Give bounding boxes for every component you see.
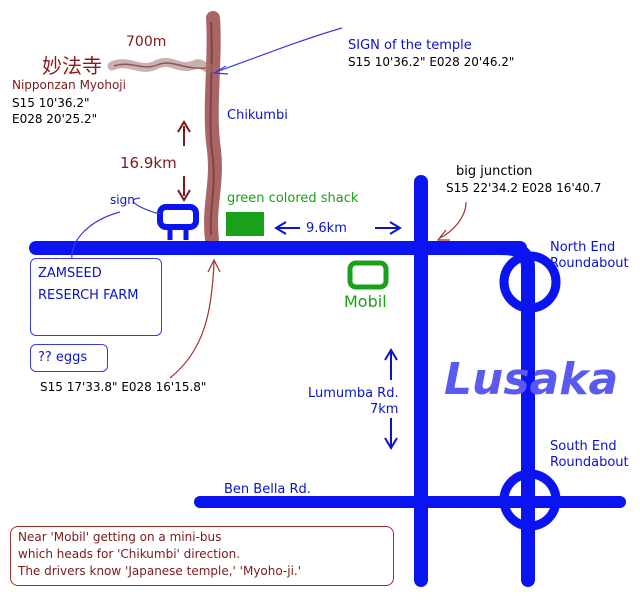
temple-kanji: 妙法寺 <box>42 54 102 78</box>
temple-sign-title: SIGN of the temple <box>348 38 472 53</box>
sign-marker <box>157 204 199 230</box>
eggs-label: ?? eggs <box>38 350 88 365</box>
note-line1: Near 'Mobil' getting on a mini-bus <box>18 530 222 544</box>
temple-sign-coords: S15 10'36.2" E028 20'46.2" <box>348 55 515 69</box>
north-end-roundabout <box>499 251 561 313</box>
farm-line2: RESERCH FARM <box>38 288 139 303</box>
shack-label: green colored shack <box>227 191 359 206</box>
eggs-box <box>30 344 108 372</box>
distance-arrowhead-left <box>274 221 287 235</box>
junction-title: big junction <box>456 164 533 179</box>
distance-arrowhead-up <box>177 120 191 133</box>
lumumba-arrowhead-down <box>384 437 398 450</box>
temple-sign-leader <box>215 27 343 73</box>
note-box <box>10 526 394 586</box>
farm-coords-leader <box>169 261 215 379</box>
green-shack <box>226 212 264 236</box>
chikumbi-road-texture <box>209 21 215 236</box>
south-end-line2: Roundabout <box>550 455 629 470</box>
distance-arrowhead-right <box>389 221 402 235</box>
temple-coord-s: S15 10'36.2" <box>12 96 90 110</box>
farm-coords-leader-head <box>207 258 221 273</box>
farm-box <box>30 258 162 336</box>
mobil-marker <box>347 260 389 290</box>
farm-leader <box>71 211 121 261</box>
distance-chikumbi-label: 16.9km <box>120 154 177 172</box>
junction-leader-head <box>436 229 450 241</box>
north-end-line1: North End <box>550 240 616 255</box>
temple-coord-e: E028 20'25.2" <box>12 112 98 126</box>
lumumba-arrowhead-up <box>384 348 398 361</box>
farm-line1: ZAMSEED <box>38 266 102 281</box>
ben-bella-label: Ben Bella Rd. <box>224 482 311 497</box>
chikumbi-label: Chikumbi <box>227 108 288 123</box>
temple-distance-label: 700m <box>126 34 167 50</box>
lumumba-line2: 7km <box>370 402 399 417</box>
temple-sign-leader-head <box>212 65 229 75</box>
south-end-roundabout <box>499 469 561 531</box>
sign-label: sign <box>110 193 135 207</box>
note-line2: which heads for 'Chikumbi' direction. <box>18 547 241 561</box>
distance-junction-label: 9.6km <box>306 221 347 236</box>
temple-track-line <box>113 62 207 69</box>
mobil-label: Mobil <box>344 292 387 311</box>
north-end-line2: Roundabout <box>550 256 629 271</box>
temple-name: Nipponzan Myohoji <box>12 78 126 92</box>
farm-coords: S15 17'33.8" E028 16'15.8" <box>40 380 207 394</box>
sign-leader <box>132 197 161 215</box>
lumumba-line1: Lumumba Rd. <box>308 386 399 401</box>
note-line3: The drivers know 'Japanese temple,' 'Myo… <box>18 564 302 578</box>
south-end-line1: South End <box>550 439 617 454</box>
distance-arrowhead-down <box>177 189 191 202</box>
city-label: Lusaka <box>444 354 619 405</box>
junction-coords: S15 22'34.2 E028 16'40.7 <box>446 181 602 195</box>
junction-leader <box>439 201 467 239</box>
